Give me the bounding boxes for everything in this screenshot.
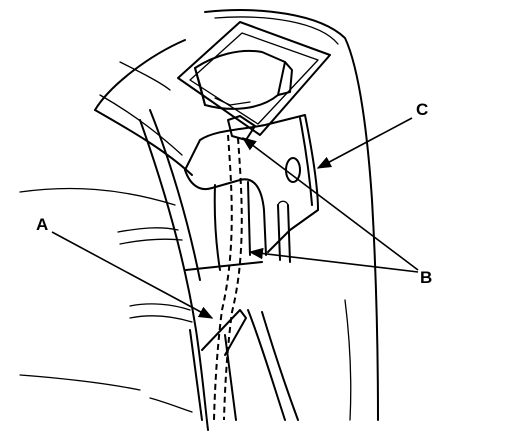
seat-cushion-contours [19,109,352,431]
leader-a [51,231,214,319]
callout-label-a: A [36,215,48,234]
leader-c [316,117,413,169]
callout-label-c: C [416,100,428,119]
callout-label-b: B [420,268,432,287]
belt-latch-frame [177,21,331,141]
seat-belt-webbing [185,134,299,421]
belt-guide-bracket [184,114,319,271]
leader-b-upper [241,137,419,271]
leader-b-lower [248,247,419,273]
seat-back-shell [94,9,379,421]
callout-leaders [51,117,419,319]
